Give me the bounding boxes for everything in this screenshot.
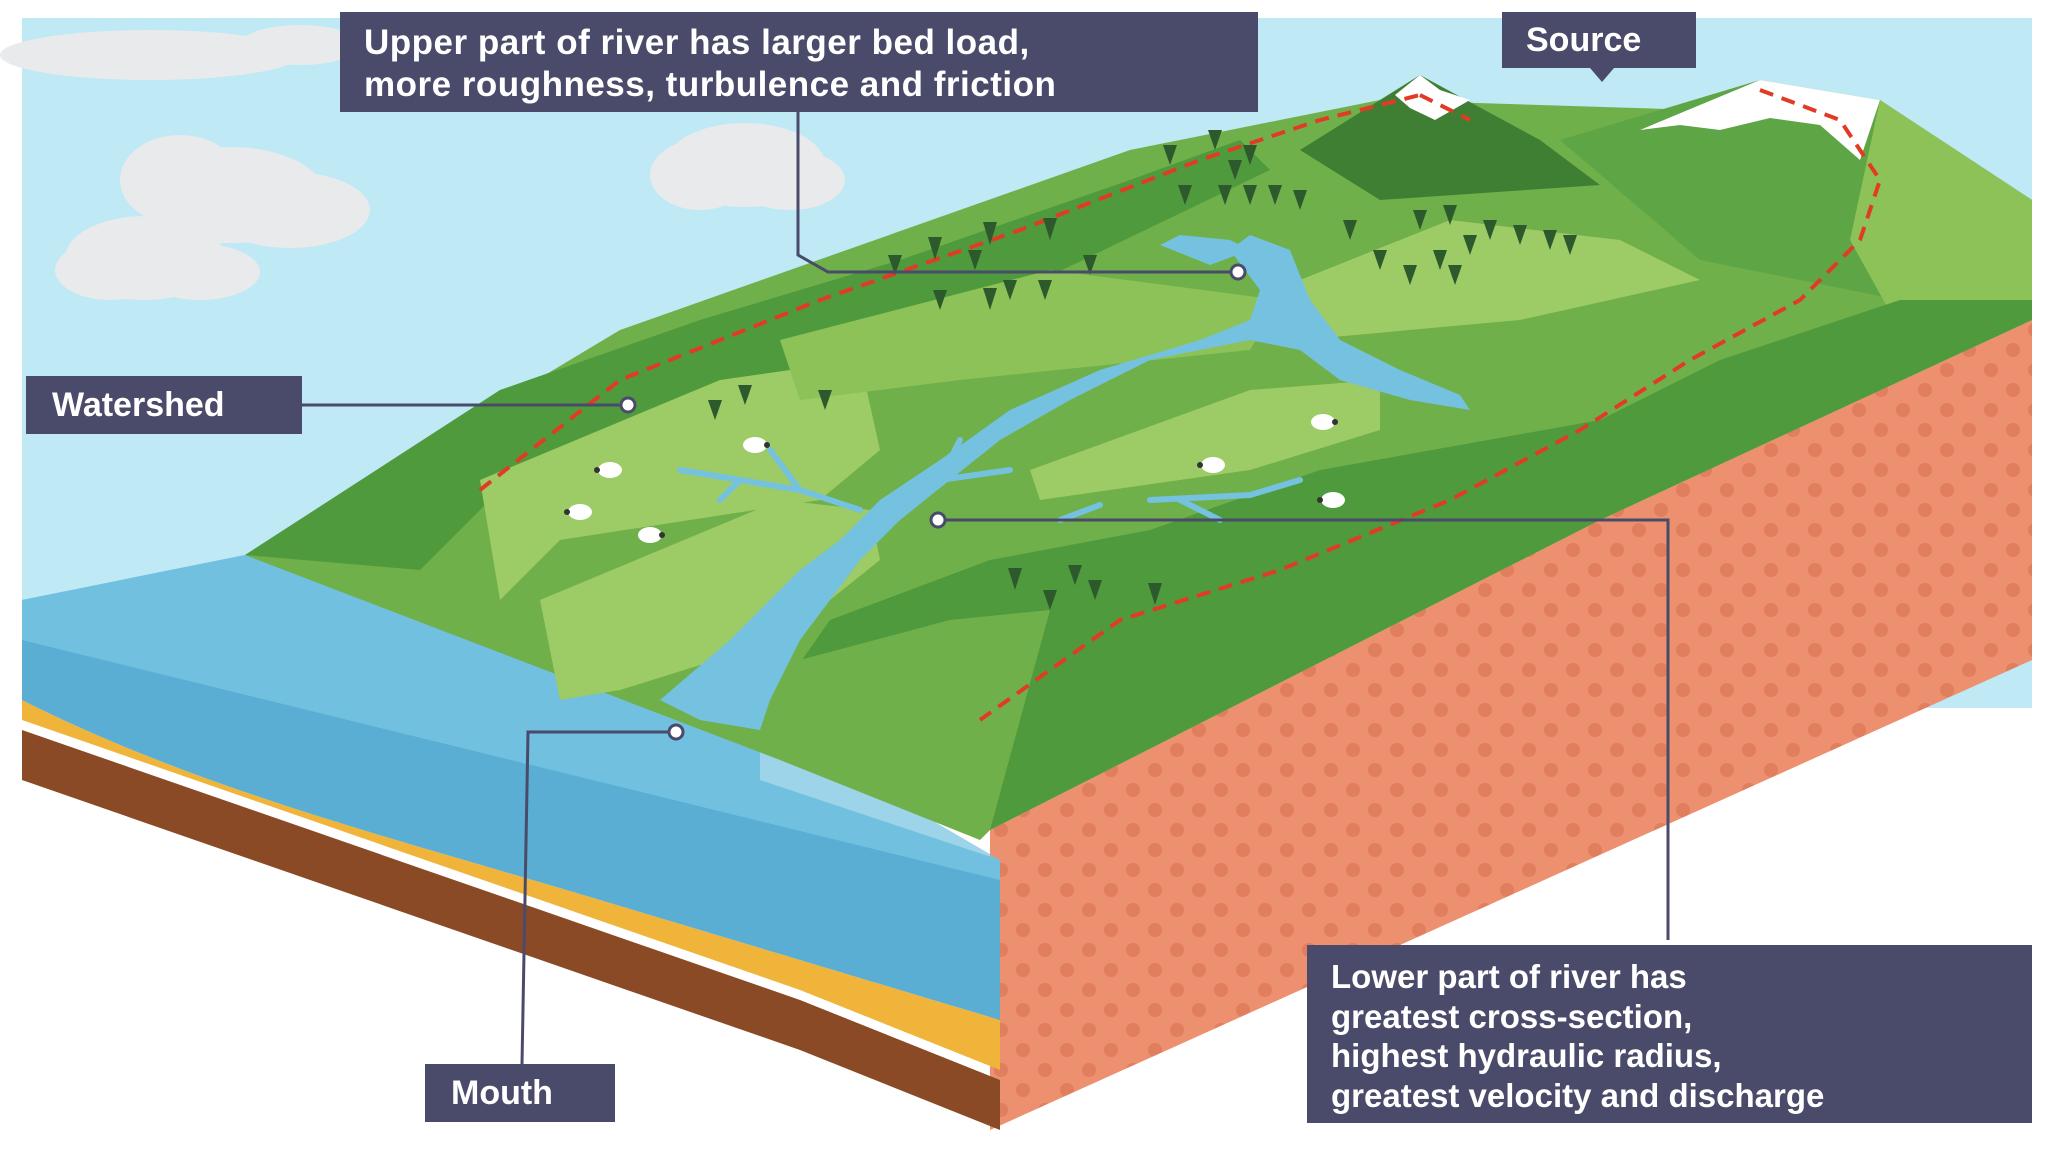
cloud-icon xyxy=(55,135,370,300)
bedrock-layer xyxy=(990,320,2032,1130)
watershed-label: Watershed xyxy=(26,376,302,434)
lower-river-label-line2: greatest cross-section, xyxy=(1331,997,1693,1035)
mountain-left xyxy=(1300,75,1600,200)
lower-river-label-line3: highest hydraulic radius, xyxy=(1331,1037,1722,1075)
lower-river-label-line4: greatest velocity and discharge xyxy=(1331,1076,1825,1114)
watershed-line xyxy=(478,88,1883,722)
cloud-icon xyxy=(0,25,360,80)
lower-river-label: Lower part of river has greatest cross-s… xyxy=(1307,945,2032,1123)
upper-river-label: Upper part of river has larger bed load,… xyxy=(340,12,1258,112)
mouth-label: Mouth xyxy=(425,1064,615,1122)
field xyxy=(780,270,1280,400)
watershed-label-text: Watershed xyxy=(52,386,225,424)
lower-river-label-line1: Lower part of river has xyxy=(1331,958,1687,995)
upper-river-label-line2: more roughness, turbulence and friction xyxy=(364,65,1057,104)
field xyxy=(480,360,880,600)
sand-layer xyxy=(22,700,1000,1070)
soil-layer xyxy=(22,730,1000,1130)
mouth-label-text: Mouth xyxy=(451,1074,553,1112)
upper-river-label-line1: Upper part of river has larger bed load, xyxy=(364,23,1030,62)
sheep-icon xyxy=(564,414,1345,543)
cloud-icon xyxy=(650,123,845,210)
river xyxy=(660,235,1470,730)
source-label-text: Source xyxy=(1526,21,1642,59)
field xyxy=(1250,220,1700,340)
tree-icon xyxy=(708,130,1577,610)
sea-front xyxy=(22,600,1000,1020)
leader-lines xyxy=(302,112,1670,1065)
leader-dots xyxy=(619,263,1247,741)
tributaries xyxy=(677,437,1303,523)
source-label: Source xyxy=(1502,12,1696,68)
source-pointer xyxy=(1590,68,1614,82)
field xyxy=(1030,380,1380,500)
field xyxy=(540,500,880,700)
